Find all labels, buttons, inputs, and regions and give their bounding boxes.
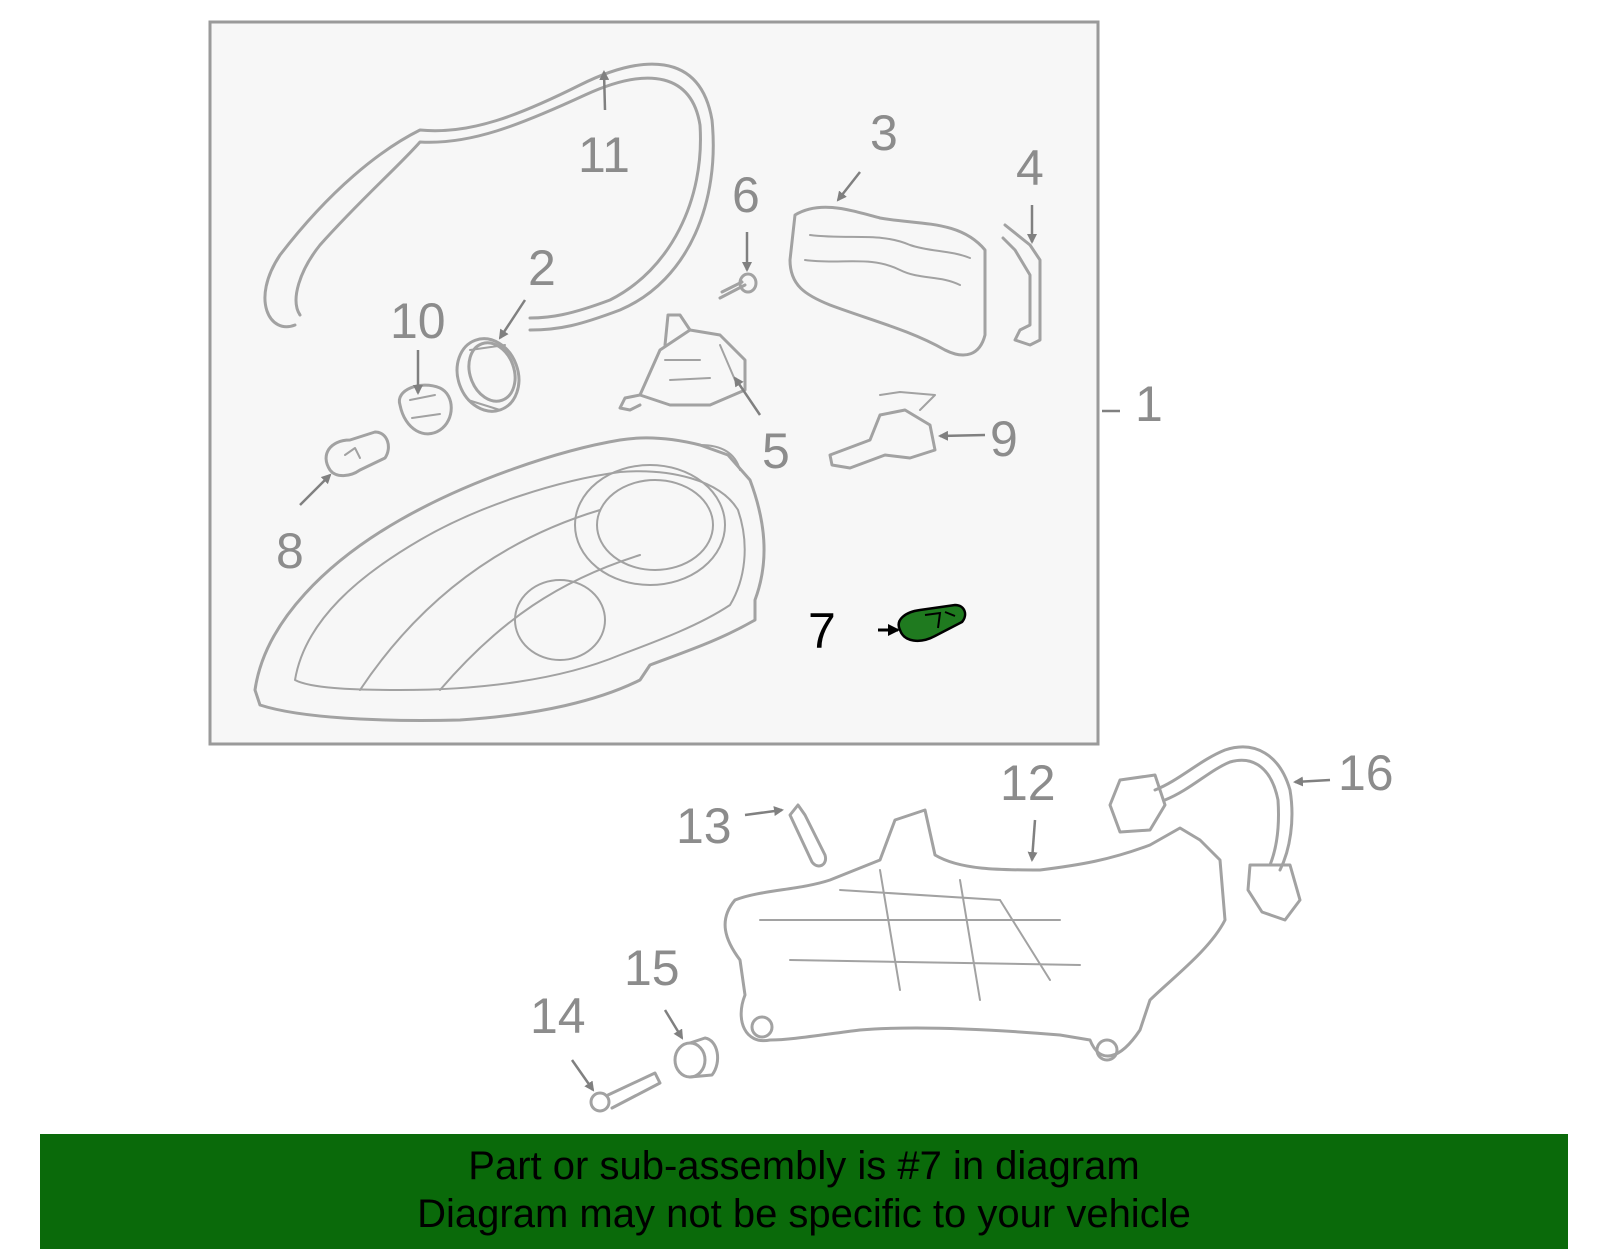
callout-15[interactable]: 15 bbox=[624, 940, 680, 996]
callout-16[interactable]: 16 bbox=[1338, 745, 1394, 801]
part-5-holder[interactable] bbox=[618, 313, 747, 412]
callout-11[interactable]: 11 bbox=[578, 127, 630, 183]
callout-7[interactable]: 7 bbox=[808, 603, 836, 659]
callout-5[interactable]: 5 bbox=[762, 423, 790, 479]
part-9-bulb[interactable] bbox=[828, 391, 937, 470]
callout-6[interactable]: 6 bbox=[732, 167, 760, 223]
callout-10[interactable]: 10 bbox=[390, 293, 446, 349]
leader-lines bbox=[299, 70, 1331, 1092]
part-12-base[interactable] bbox=[723, 808, 1227, 1062]
part-1-headlight[interactable] bbox=[253, 436, 766, 722]
banner-part-text: Part or sub-assembly is #7 in diagram bbox=[468, 1144, 1140, 1188]
part-13-clip[interactable] bbox=[788, 803, 828, 868]
callout-13[interactable]: 13 bbox=[676, 798, 732, 854]
part-6-screw[interactable] bbox=[718, 272, 758, 300]
callout-8[interactable]: 8 bbox=[276, 523, 304, 579]
callout-1[interactable]: 1 bbox=[1135, 376, 1163, 432]
callout-2[interactable]: 2 bbox=[528, 240, 556, 296]
callout-14[interactable]: 14 bbox=[530, 988, 586, 1044]
part-10-socket[interactable] bbox=[397, 383, 453, 436]
callout-labels: 11 2 3 4 6 10 5 9 1 8 7 12 13 16 15 14 bbox=[276, 105, 1394, 1044]
part-2-cover-ring[interactable] bbox=[447, 330, 529, 420]
part-8-bulb[interactable] bbox=[324, 430, 390, 478]
part-7-wedge-bulb[interactable] bbox=[897, 603, 967, 643]
part-16-harness[interactable] bbox=[1108, 745, 1302, 922]
callout-3[interactable]: 3 bbox=[870, 105, 898, 161]
info-banner: Part or sub-assembly is #7 in diagram Di… bbox=[40, 1134, 1568, 1249]
part-11-seal[interactable] bbox=[263, 62, 715, 332]
part-4-bracket[interactable] bbox=[1001, 223, 1042, 347]
part-14-bolt[interactable] bbox=[589, 1071, 662, 1113]
callout-4[interactable]: 4 bbox=[1016, 140, 1044, 196]
assembly-frame bbox=[208, 20, 1100, 746]
part-15-bushing[interactable] bbox=[673, 1036, 720, 1079]
banner-disclaimer-text: Diagram may not be specific to your vehi… bbox=[417, 1192, 1191, 1236]
callout-12[interactable]: 12 bbox=[1000, 755, 1056, 811]
callout-9[interactable]: 9 bbox=[990, 411, 1018, 467]
part-3-cover[interactable] bbox=[788, 205, 987, 357]
